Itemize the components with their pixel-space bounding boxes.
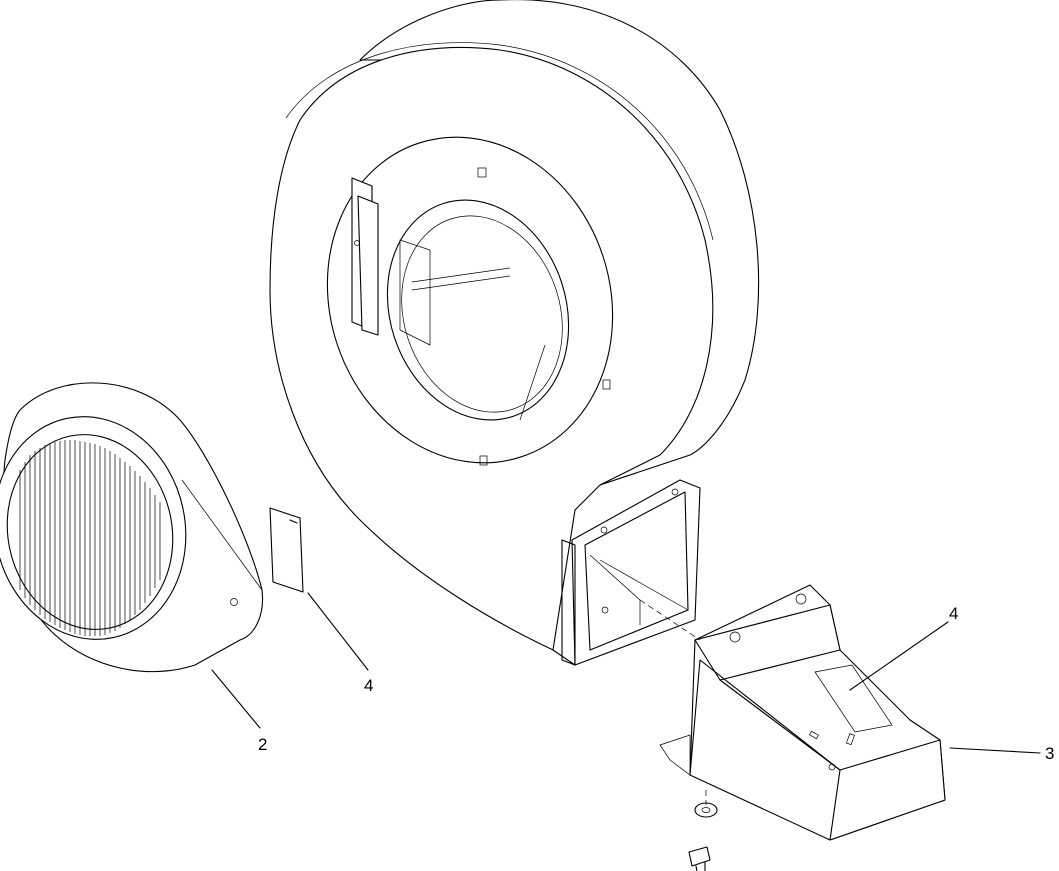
- leader-lines: [211, 592, 1041, 754]
- grille-slats: [19, 440, 161, 636]
- decal-left: [269, 507, 304, 593]
- callout-4-right: 4: [949, 604, 958, 623]
- grille-cover: [0, 382, 264, 673]
- callout-2: 2: [258, 735, 267, 754]
- blower-housing: [269, 0, 760, 666]
- callout-3: 3: [1045, 744, 1054, 763]
- alignment-line: [639, 599, 701, 641]
- callout-4-left: 4: [364, 676, 373, 695]
- discharge-transition: [659, 584, 946, 841]
- washer-and-bolt: [688, 802, 718, 871]
